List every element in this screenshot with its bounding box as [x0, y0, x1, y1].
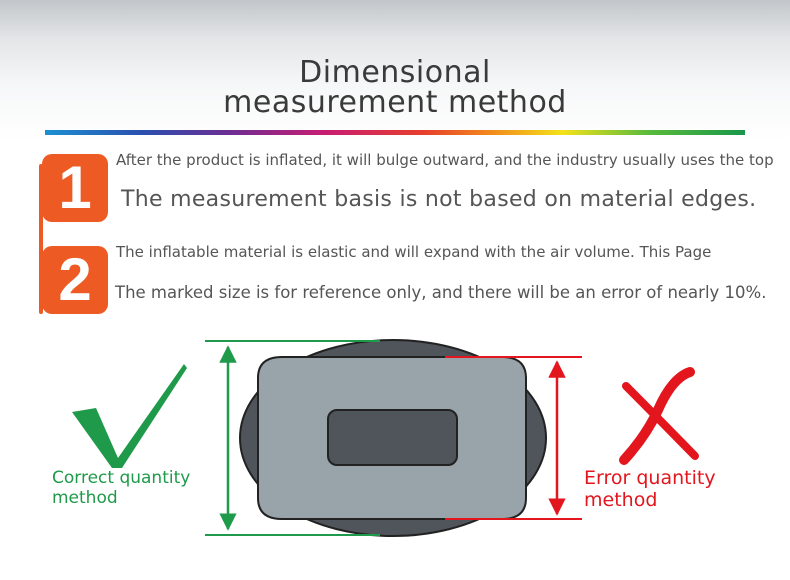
error-method-label: Error quantity method [584, 467, 716, 511]
number-badge-1: 1 [42, 154, 108, 222]
rainbow-divider [45, 130, 745, 135]
point-2-line-b: The marked size is for reference only, a… [115, 283, 767, 302]
correct-label-line-2: method [52, 488, 118, 508]
correct-label-line-1: Correct quantity [52, 468, 191, 488]
title-line-2: measurement method [223, 85, 567, 120]
point-2-line-a: The inflatable material is elastic and w… [116, 243, 712, 261]
point-1-line-a: After the product is inflated, it will b… [116, 151, 774, 169]
inner-window [327, 409, 458, 466]
page-title: Dimensional measurement method [0, 58, 790, 118]
check-mark-icon [72, 364, 187, 468]
title-line-1: Dimensional [299, 55, 491, 90]
error-label-line-2: method [584, 489, 658, 511]
correct-method-label: Correct quantity method [52, 468, 190, 508]
number-badge-2: 2 [42, 246, 108, 314]
error-label-line-1: Error quantity [584, 467, 716, 489]
cross-mark-icon [619, 367, 699, 465]
point-1-line-b: The measurement basis is not based on ma… [121, 187, 757, 212]
accent-bar [39, 164, 43, 314]
